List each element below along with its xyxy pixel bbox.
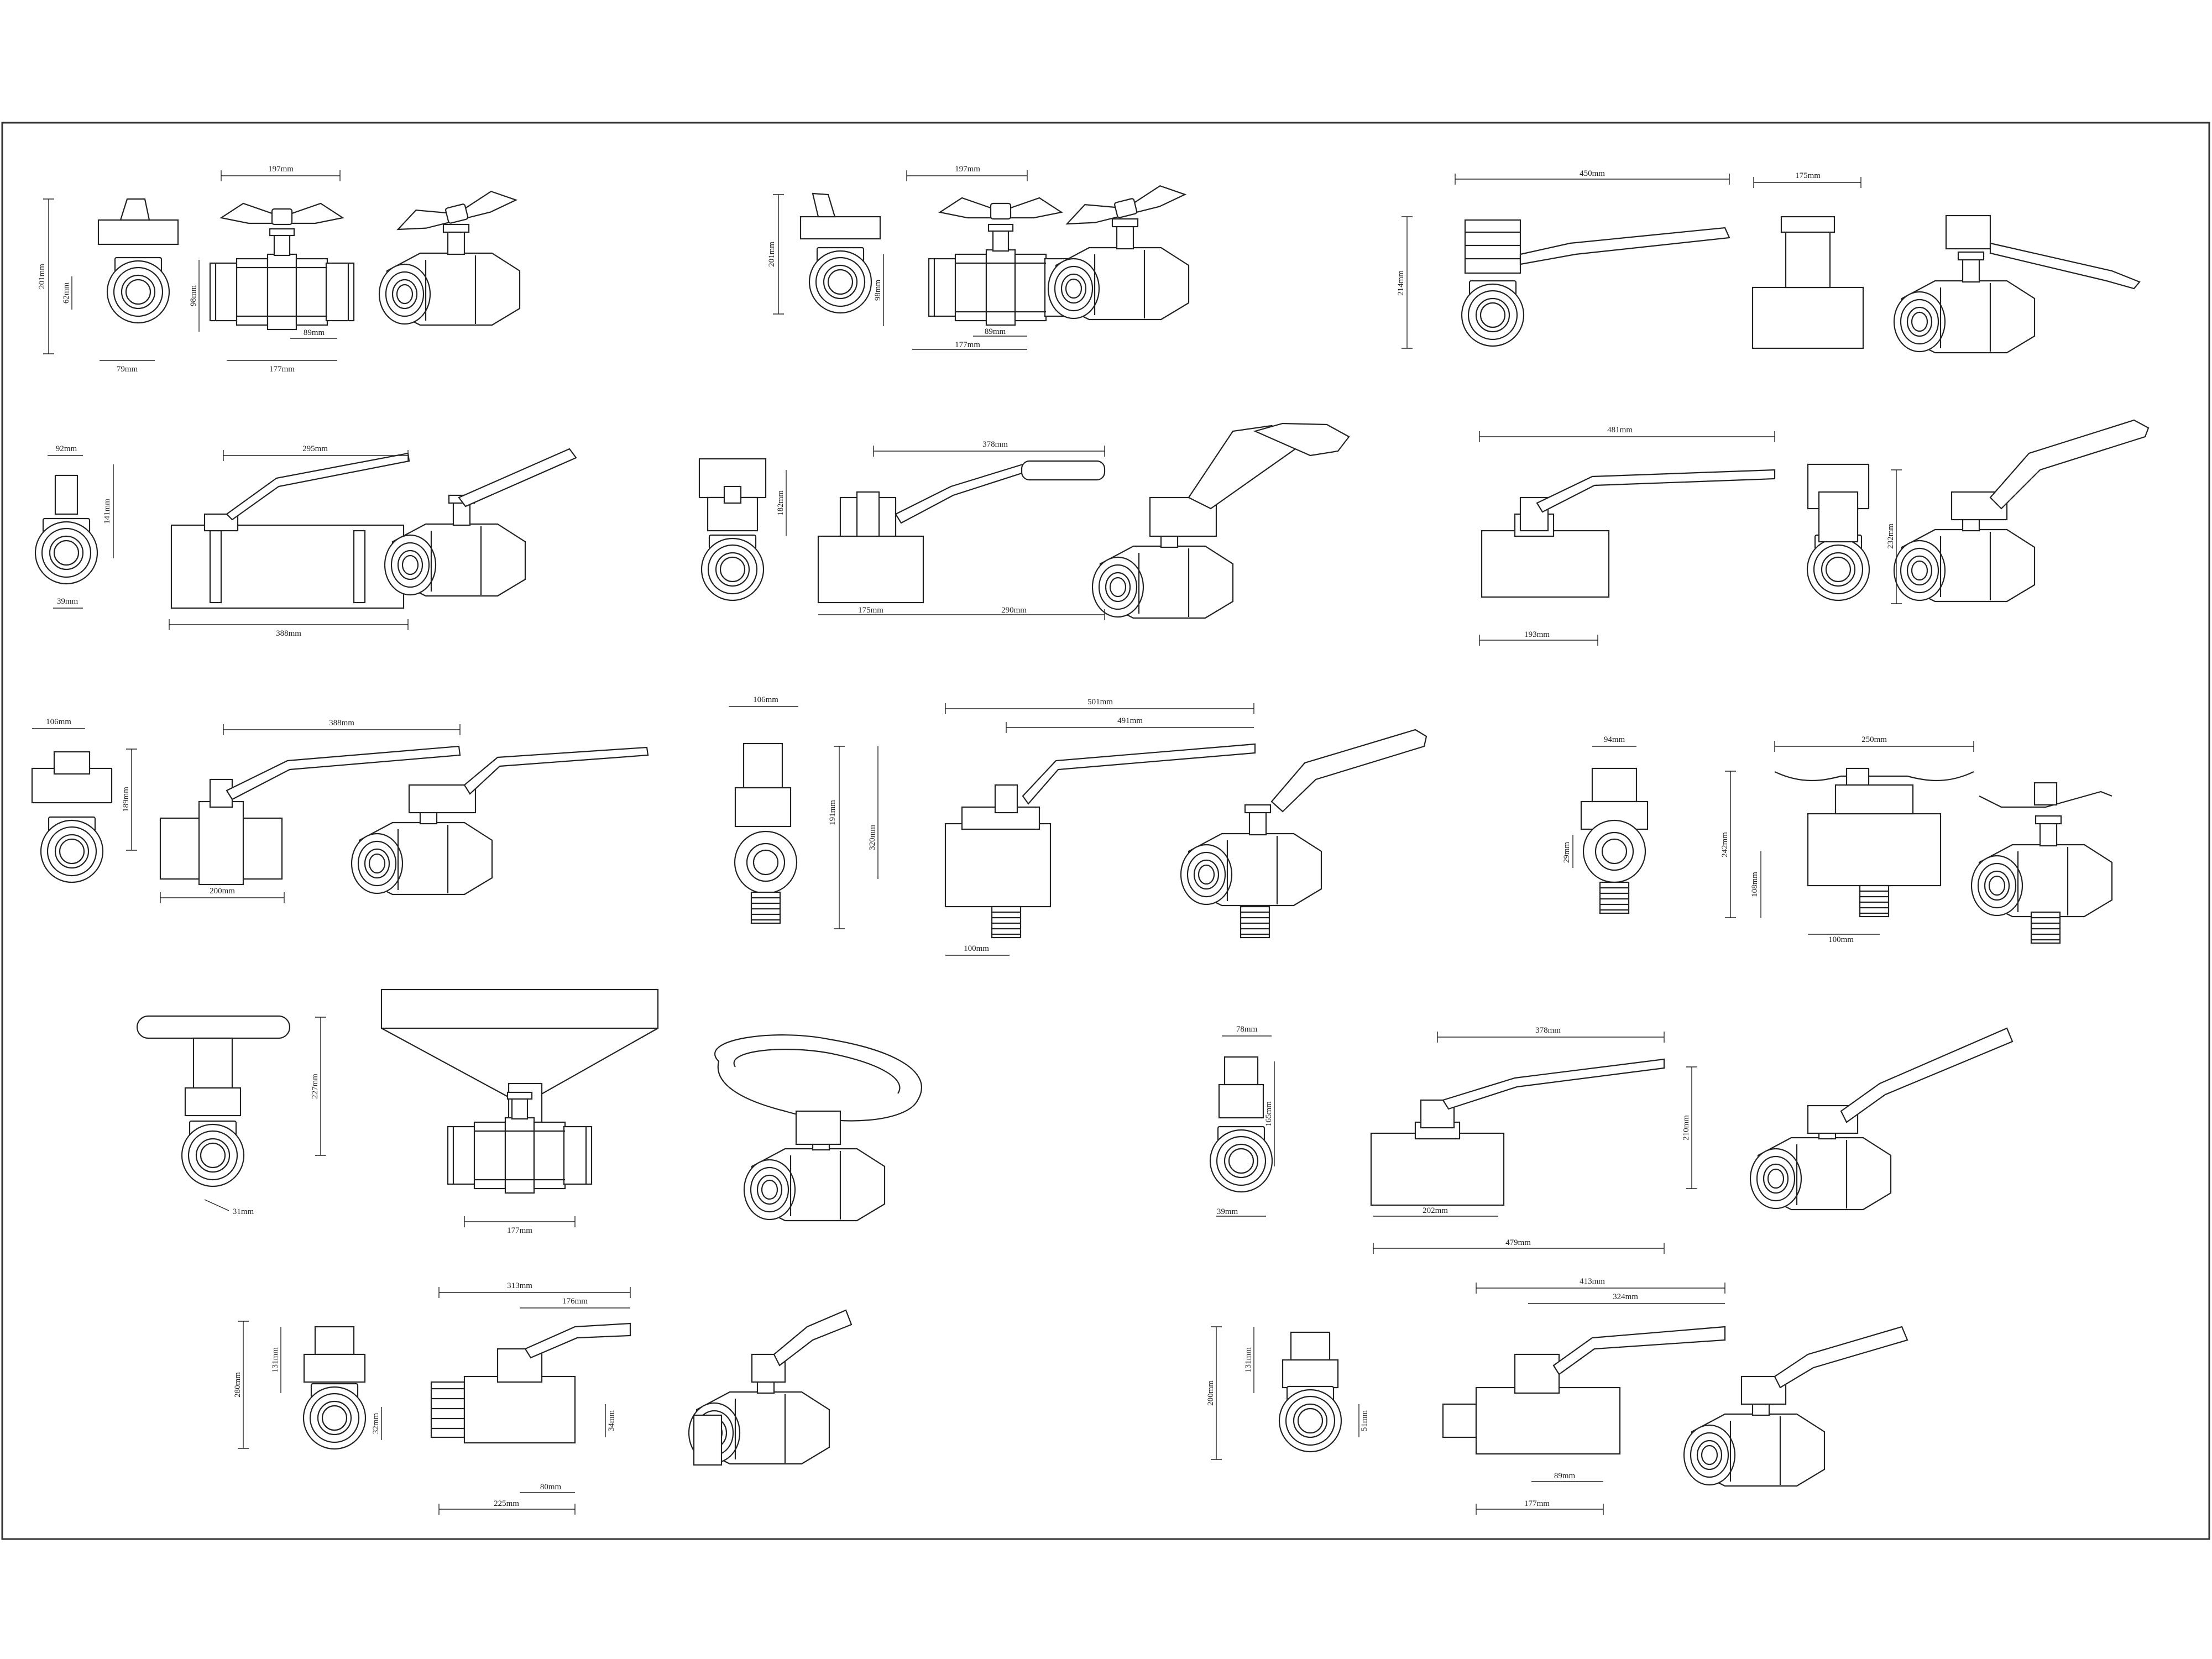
dim-label: 197mm xyxy=(955,165,980,174)
dim-label: 175mm xyxy=(858,606,883,615)
dim-label: 106mm xyxy=(753,695,778,704)
dim-label: 32mm xyxy=(372,1413,380,1435)
valve-group-1: 201mm 62mm 79mm 197mm 98mm 89mm 177mm xyxy=(38,165,521,374)
dim-label: 176mm xyxy=(562,1297,588,1306)
dim-label: 106mm xyxy=(46,718,71,726)
dim-label: 225mm xyxy=(494,1499,519,1508)
dim-label: 177mm xyxy=(1524,1499,1550,1508)
dim-label: 165mm xyxy=(1264,1101,1273,1127)
valve-group-2: 201mm 197mm 98mm 89mm 177mm xyxy=(767,165,1190,350)
dim-label: 280mm xyxy=(233,1372,242,1398)
dim-label: 182mm xyxy=(776,490,785,516)
dim-label: 29mm xyxy=(1562,842,1571,863)
dim-label: 324mm xyxy=(1613,1292,1638,1301)
valve-group-10: 227mm 31mm 177mm xyxy=(136,988,922,1235)
dim-label: 450mm xyxy=(1580,169,1605,178)
dim-label: 388mm xyxy=(329,719,354,728)
dim-label: 89mm xyxy=(985,327,1006,336)
dim-label: 227mm xyxy=(311,1074,320,1099)
dim-label: 31mm xyxy=(233,1207,254,1216)
dim-label: 131mm xyxy=(271,1347,280,1373)
valve-group-5: 378mm 182mm 175mm 290mm xyxy=(698,422,1350,620)
dim-label: 191mm xyxy=(828,800,837,825)
dim-label: 290mm xyxy=(1001,606,1027,615)
dim-label: 100mm xyxy=(964,944,989,953)
dim-label: 131mm xyxy=(1244,1347,1253,1373)
valve-group-3: 450mm 175mm 214mm xyxy=(1397,169,2141,354)
dim-label: 39mm xyxy=(1217,1207,1238,1216)
dim-label: 62mm xyxy=(62,282,71,304)
dim-label: 295mm xyxy=(302,444,328,453)
dim-label: 189mm xyxy=(122,787,130,812)
dim-label: 51mm xyxy=(1360,1410,1369,1432)
valve-group-8: 106mm 191mm 320mm 501mm 491mm 100mm xyxy=(729,695,1427,956)
dim-label: 98mm xyxy=(189,285,198,307)
valve-group-13: 200mm 131mm 51mm 413mm 324mm 89mm 177mm xyxy=(1206,1277,1908,1515)
dim-label: 80mm xyxy=(540,1483,562,1491)
dim-label: 479mm xyxy=(1505,1238,1531,1247)
dim-label: 378mm xyxy=(982,440,1008,449)
dim-label: 177mm xyxy=(269,365,295,374)
valve-group-9: 94mm 29mm 250mm 242mm 108mm 100mm xyxy=(1562,735,2113,944)
dim-label: 491mm xyxy=(1117,716,1143,725)
dim-label: 79mm xyxy=(117,365,138,374)
valve-group-11: 78mm 165mm 39mm 378mm 210mm 202mm 479mm xyxy=(1209,1025,2014,1254)
dim-label: 39mm xyxy=(57,597,79,606)
valve-group-6: 481mm 193mm 232mm xyxy=(1479,419,2150,646)
dim-label: 250mm xyxy=(1861,735,1887,744)
dim-label: 108mm xyxy=(1750,872,1759,897)
sheet-border xyxy=(1,122,2210,1540)
dim-label: 78mm xyxy=(1236,1025,1258,1034)
dim-label: 89mm xyxy=(304,328,325,337)
dim-label: 232mm xyxy=(1886,524,1895,549)
dim-label: 175mm xyxy=(1795,171,1821,180)
dim-label: 313mm xyxy=(507,1281,532,1290)
dim-label: 141mm xyxy=(103,499,112,524)
dim-label: 378mm xyxy=(1535,1026,1561,1035)
dim-label: 242mm xyxy=(1721,832,1729,857)
dim-label: 320mm xyxy=(868,825,877,850)
dim-label: 200mm xyxy=(210,887,235,896)
dim-label: 481mm xyxy=(1607,426,1633,435)
dim-label: 197mm xyxy=(268,165,294,174)
dim-label: 177mm xyxy=(507,1226,532,1235)
dim-label: 201mm xyxy=(38,264,46,289)
dim-label: 89mm xyxy=(1554,1472,1576,1480)
valve-group-7: 106mm 189mm 388mm 200mm xyxy=(31,718,649,903)
dim-label: 177mm xyxy=(955,341,980,349)
valve-group-4: 92mm 141mm 39mm 295mm 388mm xyxy=(34,444,577,638)
dim-label: 92mm xyxy=(56,444,77,453)
dim-label: 501mm xyxy=(1087,698,1113,706)
valve-group-12: 131mm 280mm 32mm 313mm 176mm 34mm 80mm 2… xyxy=(233,1281,853,1515)
dim-label: 388mm xyxy=(276,629,301,638)
dim-label: 202mm xyxy=(1423,1206,1448,1215)
dim-label: 413mm xyxy=(1580,1277,1605,1286)
dim-label: 193mm xyxy=(1524,630,1550,639)
dim-label: 200mm xyxy=(1206,1380,1215,1406)
dim-label: 98mm xyxy=(874,280,882,301)
dim-label: 214mm xyxy=(1397,270,1405,296)
dim-label: 94mm xyxy=(1604,735,1625,744)
dim-label: 100mm xyxy=(1828,935,1854,944)
dim-label: 210mm xyxy=(1682,1115,1691,1140)
dim-label: 201mm xyxy=(767,242,776,267)
dim-label: 34mm xyxy=(607,1410,616,1432)
